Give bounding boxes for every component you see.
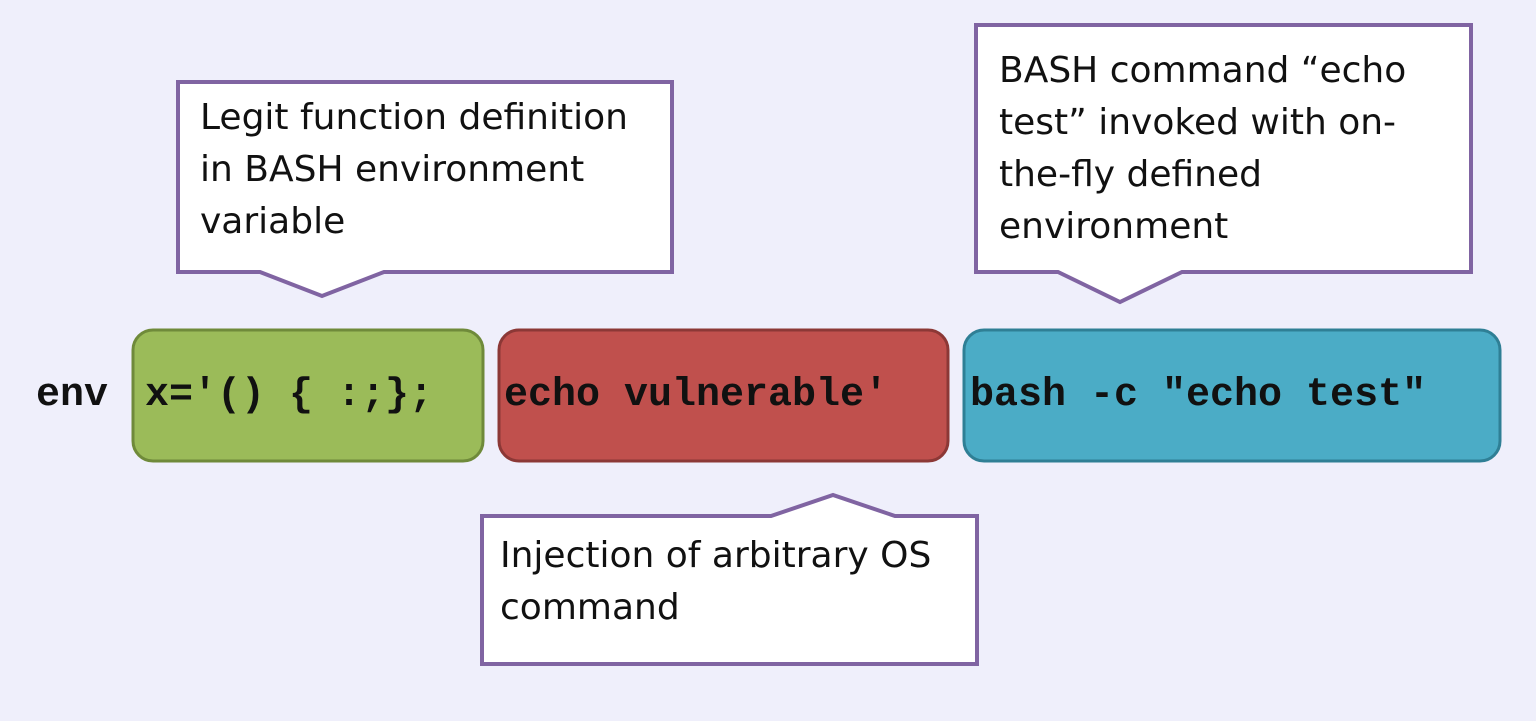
segment-text-bash-invocation: bash -c "echo test" (970, 373, 1427, 418)
callout-text-bash-invocation: BASH command “echo test” invoked with on… (999, 50, 1407, 247)
segment-text-injection: echo vulnerable' (504, 373, 889, 418)
command-prefix: env (36, 373, 109, 418)
callout-box-function-def (176, 80, 674, 299)
segment-text-function-def: x='() { :;}; (145, 373, 434, 418)
segment-box-injection (497, 328, 950, 463)
segment-box-function-def (131, 328, 485, 463)
segment-box-bash-invocation (962, 328, 1502, 463)
callout-box-bash-invocation (974, 23, 1473, 305)
callout-text-injection: Injection of arbitrary OS command (500, 535, 932, 628)
callout-text-function-def: Legit function definition in BASH enviro… (200, 97, 628, 242)
callout-box-injection (480, 492, 979, 666)
